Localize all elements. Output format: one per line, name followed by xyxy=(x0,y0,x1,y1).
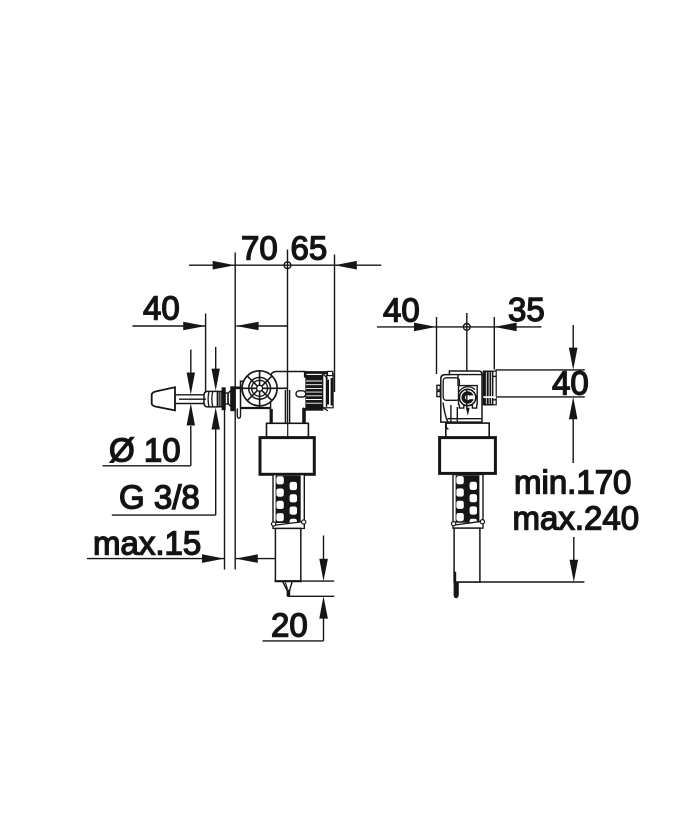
svg-text:G 3/8: G 3/8 xyxy=(119,478,200,515)
svg-text:40: 40 xyxy=(552,364,589,401)
svg-text:70: 70 xyxy=(241,230,278,267)
svg-text:40: 40 xyxy=(143,290,180,327)
svg-text:65: 65 xyxy=(291,230,328,267)
svg-text:max.240: max.240 xyxy=(513,500,640,537)
svg-text:40: 40 xyxy=(383,291,420,328)
svg-text:min.170: min.170 xyxy=(514,464,631,501)
svg-text:20: 20 xyxy=(271,607,308,644)
svg-text:max.15: max.15 xyxy=(93,524,201,561)
svg-text:Ø 10: Ø 10 xyxy=(109,432,181,469)
svg-text:35: 35 xyxy=(508,291,545,328)
